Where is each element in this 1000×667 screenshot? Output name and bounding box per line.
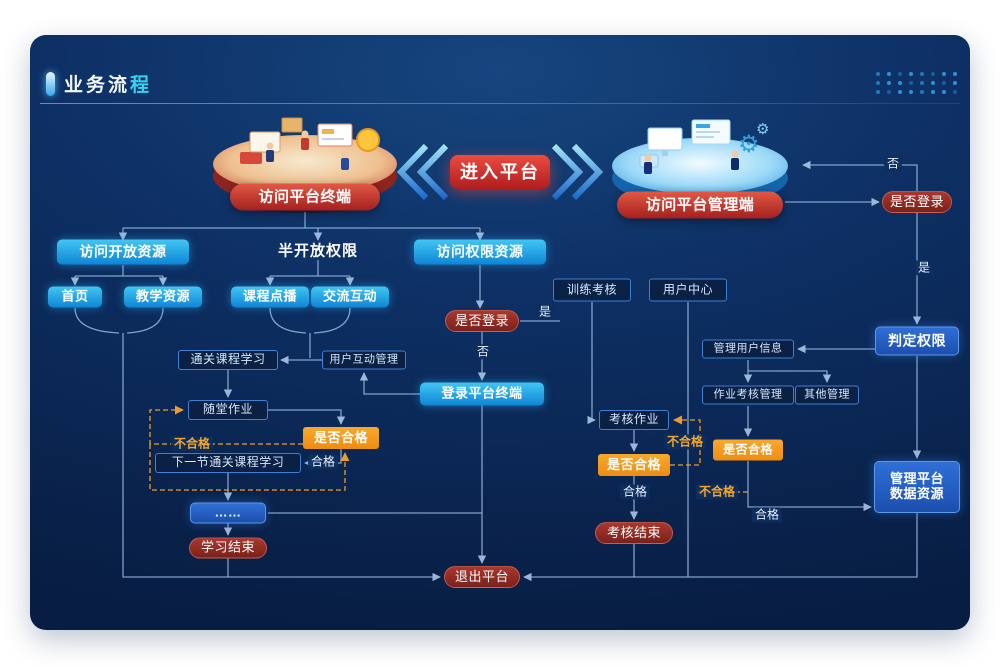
node-homework-assess-mgmt: 作业考核管理 — [702, 385, 794, 405]
edge-label-pass-mid: 合格 — [619, 484, 651, 500]
edge-label-fail-right: 不合格 — [695, 484, 739, 500]
person-figure — [266, 142, 274, 162]
node-admin-platform: 访问平台管理端 — [617, 191, 783, 219]
screen — [317, 123, 353, 147]
flowchart-card — [30, 35, 970, 630]
person-figure — [341, 150, 349, 170]
node-other-mgmt: 其他管理 — [795, 385, 859, 405]
title-text-main: 业务流 — [64, 75, 131, 96]
node-qualified-left: 是否合格 — [303, 427, 379, 449]
edge-label-pass-left: 合格 — [307, 454, 339, 470]
title-text-accent: 程 — [130, 75, 153, 96]
edge-label-fail-left: 不合格 — [170, 436, 214, 452]
node-judge-permission: 判定权限 — [875, 326, 959, 356]
node-user-interaction-mgmt: 用户互动管理 — [322, 350, 406, 370]
node-qualified-right: 是否合格 — [713, 439, 783, 461]
monitor — [647, 127, 683, 151]
whiteboard — [249, 131, 281, 153]
node-next-pass-course: 下一节通关课程学习 — [155, 453, 301, 473]
node-login-check-admin: 是否登录 — [882, 191, 952, 213]
node-user-center: 用户中心 — [649, 278, 727, 302]
node-permission-resources: 访问权限资源 — [414, 239, 546, 265]
page-title: 业务流程 — [64, 70, 152, 97]
edge-label-fail-mid: 不合格 — [663, 434, 707, 450]
node-study-end: 学习结束 — [189, 537, 267, 559]
node-class-homework: 随堂作业 — [188, 400, 268, 420]
node-login-terminal: 登录平台终端 — [420, 382, 544, 406]
decorative-dots — [876, 72, 964, 99]
node-manage-platform-data: 管理平台数据资源 — [874, 461, 960, 513]
edge-label-yes-left: 是 — [535, 304, 555, 320]
header-divider — [40, 103, 960, 104]
edge-label-pass-right: 合格 — [751, 507, 783, 523]
node-terminal-platform: 访问平台终端 — [230, 183, 380, 211]
node-ellipsis: …… — [190, 502, 266, 524]
edge-label-no-admin: 否 — [883, 156, 903, 172]
gear-icon: ⚙ — [738, 131, 760, 158]
node-training-assessment: 训练考核 — [553, 278, 631, 302]
node-semi-open-permission: 半开放权限 — [277, 242, 359, 260]
node-exit-platform: 退出平台 — [444, 566, 520, 588]
header: 业务流程 — [46, 70, 152, 97]
node-home: 首页 — [48, 286, 102, 308]
node-assessment-end: 考核结束 — [595, 522, 673, 544]
chevrons-right-icon — [551, 143, 604, 201]
title-marker-icon — [46, 71, 55, 96]
person-figure — [731, 150, 739, 170]
node-qualified-mid: 是否合格 — [598, 454, 670, 476]
node-manage-user-info: 管理用户信息 — [702, 339, 794, 359]
red-block — [240, 152, 262, 164]
edge-label-yes-admin: 是 — [914, 260, 934, 276]
coin-icon — [356, 128, 380, 152]
node-teaching-resources: 教学资源 — [124, 286, 202, 308]
edge-label-no-left: 否 — [473, 344, 493, 360]
gear-icon: ⚙ — [756, 121, 769, 138]
person-figure — [301, 130, 309, 150]
node-login-check-terminal: 是否登录 — [445, 310, 519, 332]
node-assessment-homework: 考核作业 — [599, 410, 669, 430]
chevrons-left-icon — [396, 143, 449, 201]
node-course-ondemand: 课程点播 — [231, 286, 309, 308]
connector-lines — [70, 160, 922, 582]
carton-box — [281, 117, 303, 133]
person-figure — [644, 154, 652, 174]
node-open-resources: 访问开放资源 — [57, 239, 189, 265]
node-pass-course: 通关课程学习 — [178, 350, 278, 370]
node-communication: 交流互动 — [311, 286, 389, 308]
node-enter-platform: 进入平台 — [450, 155, 550, 189]
